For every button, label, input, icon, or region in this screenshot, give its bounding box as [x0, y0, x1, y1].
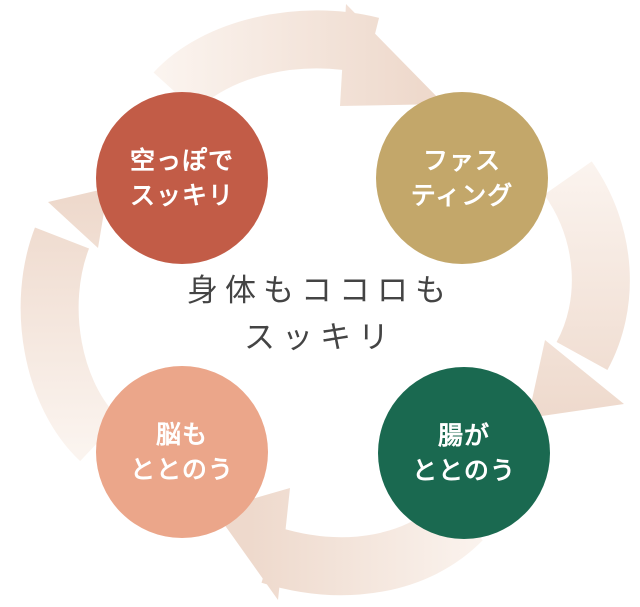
node-empty-line1: 空っぽで — [129, 145, 234, 175]
center-message-line1: 身体もココロも — [187, 273, 453, 309]
arrow-top-head — [340, 4, 444, 106]
arrow-right-head — [528, 340, 624, 418]
node-brain-line1: 脳も — [155, 419, 208, 449]
arrow-right-body — [543, 161, 630, 370]
node-fasting-line1: ファス — [422, 145, 501, 175]
arrow-left-body — [20, 227, 121, 462]
node-fasting-line2: ティング — [410, 181, 514, 210]
node-gut-line2: ととのう — [412, 456, 516, 485]
center-message-line2: スッキリ — [244, 319, 396, 356]
node-empty-line2: スッキリ — [129, 181, 234, 210]
node-gut-balance: 腸が ととのう — [378, 367, 550, 539]
arrow-left-head — [48, 188, 108, 248]
node-gut-line1: 腸が — [437, 420, 490, 450]
node-brain-balance: 脳も ととのう — [96, 366, 268, 538]
center-message: 身体もココロも スッキリ — [170, 268, 470, 361]
node-empty-refresh: 空っぽで スッキリ — [96, 92, 268, 264]
node-brain-line2: ととのう — [130, 455, 234, 484]
node-fasting: ファス ティング — [376, 92, 548, 264]
